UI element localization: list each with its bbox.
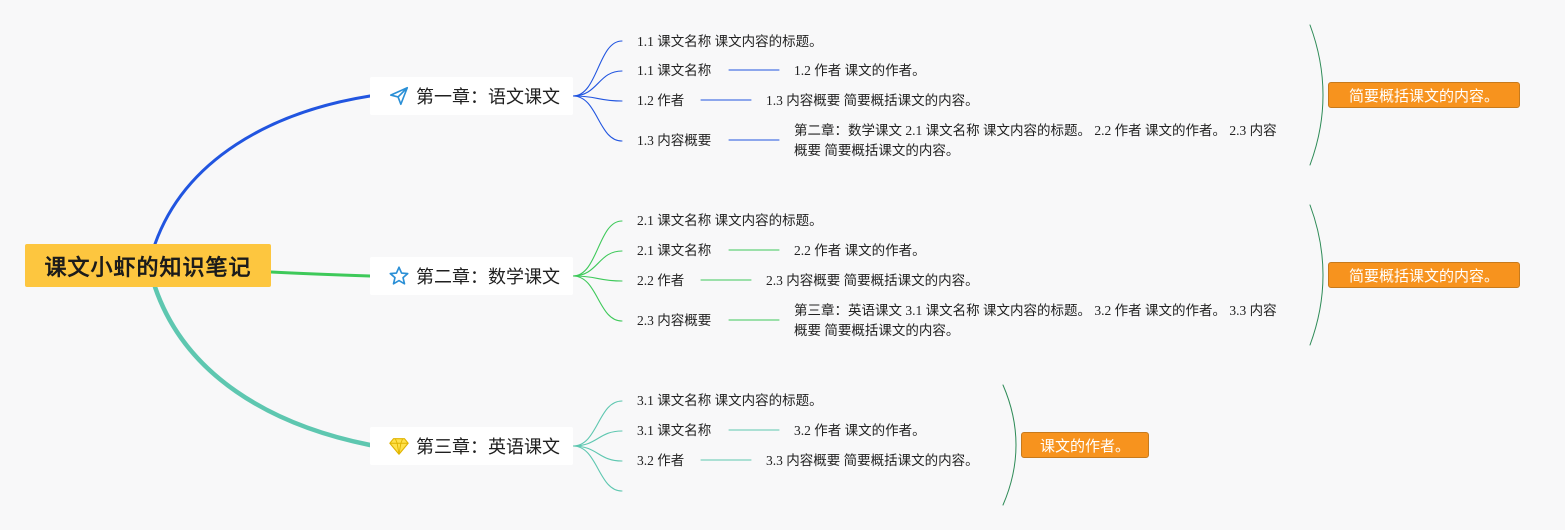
detail-item[interactable]: 3.3 内容概要 简要概括课文的内容。 — [766, 453, 979, 468]
summary-tag-label: 简要概括课文的内容。 — [1348, 268, 1499, 285]
detail-item[interactable]: 第三章：英语课文 3.1 课文名称 课文内容的标题。 3.2 作者 课文的作者。… — [794, 303, 1277, 338]
chapter-node-2[interactable]: 第二章：数学课文 — [370, 257, 573, 295]
item-branch-line — [572, 275, 623, 322]
item-branch-line — [572, 95, 623, 102]
topic-item[interactable]: 3.1 课文名称 — [637, 423, 712, 438]
summary-tag-label: 简要概括课文的内容。 — [1348, 88, 1499, 105]
item-branch-line — [572, 250, 623, 277]
detail-item[interactable]: 1.2 作者 课文的作者。 — [794, 63, 926, 78]
item-branch-line — [572, 220, 623, 277]
item-branch-line — [572, 70, 623, 97]
topic-item[interactable]: 2.2 作者 — [637, 273, 685, 288]
paper-plane-icon — [388, 85, 410, 107]
detail-item[interactable]: 2.2 作者 课文的作者。 — [794, 243, 926, 258]
summary-bracket — [1309, 24, 1324, 166]
root-branch-line — [153, 94, 372, 246]
root-branch-line — [152, 284, 373, 448]
topic-item[interactable]: 2.1 课文名称 课文内容的标题。 — [637, 213, 823, 228]
chapter-node-3[interactable]: 第三章：英语课文 — [370, 427, 573, 465]
topic-item[interactable]: 3.1 课文名称 课文内容的标题。 — [637, 393, 823, 408]
summary-tag-label: 课文的作者。 — [1039, 438, 1130, 455]
summary-bracket — [1002, 384, 1017, 506]
item-branch-line — [572, 445, 623, 492]
topic-item[interactable]: 1.3 内容概要 — [637, 133, 712, 148]
topic-item[interactable]: 1.1 课文名称 — [637, 63, 712, 78]
item-branch-line — [572, 95, 623, 142]
item-branch-line — [572, 430, 623, 447]
topic-item[interactable]: 3.2 作者 — [637, 453, 685, 468]
item-branch-line — [572, 40, 623, 97]
chapter-label: 第二章：数学课文 — [416, 267, 560, 288]
diamond-icon — [388, 435, 410, 457]
topic-item[interactable]: 2.1 课文名称 — [637, 243, 712, 258]
root-node-label: 课文小虾的知识笔记 — [44, 255, 252, 281]
summary-tag[interactable]: 课文的作者。 — [1021, 432, 1149, 458]
detail-item[interactable]: 2.3 内容概要 简要概括课文的内容。 — [766, 273, 979, 288]
summary-tag[interactable]: 简要概括课文的内容。 — [1328, 262, 1520, 288]
detail-item[interactable]: 第二章：数学课文 2.1 课文名称 课文内容的标题。 2.2 作者 课文的作者。… — [794, 123, 1277, 158]
summary-bracket — [1309, 204, 1324, 346]
chapter-label: 第一章：语文课文 — [416, 87, 560, 108]
root-branch-line — [269, 270, 372, 278]
star-icon — [388, 265, 410, 287]
root-node[interactable]: 课文小虾的知识笔记 — [25, 244, 271, 287]
detail-item[interactable]: 3.2 作者 课文的作者。 — [794, 423, 926, 438]
summary-tag[interactable]: 简要概括课文的内容。 — [1328, 82, 1520, 108]
item-branch-line — [572, 400, 623, 447]
chapter-node-1[interactable]: 第一章：语文课文 — [370, 77, 573, 115]
chapter-label: 第三章：英语课文 — [416, 437, 560, 458]
topic-item[interactable]: 2.3 内容概要 — [637, 313, 712, 328]
topic-item[interactable]: 1.2 作者 — [637, 93, 685, 108]
item-branch-line — [572, 275, 623, 282]
topic-item[interactable]: 1.1 课文名称 课文内容的标题。 — [637, 34, 823, 49]
detail-item[interactable]: 1.3 内容概要 简要概括课文的内容。 — [766, 93, 979, 108]
item-branch-line — [572, 445, 623, 462]
